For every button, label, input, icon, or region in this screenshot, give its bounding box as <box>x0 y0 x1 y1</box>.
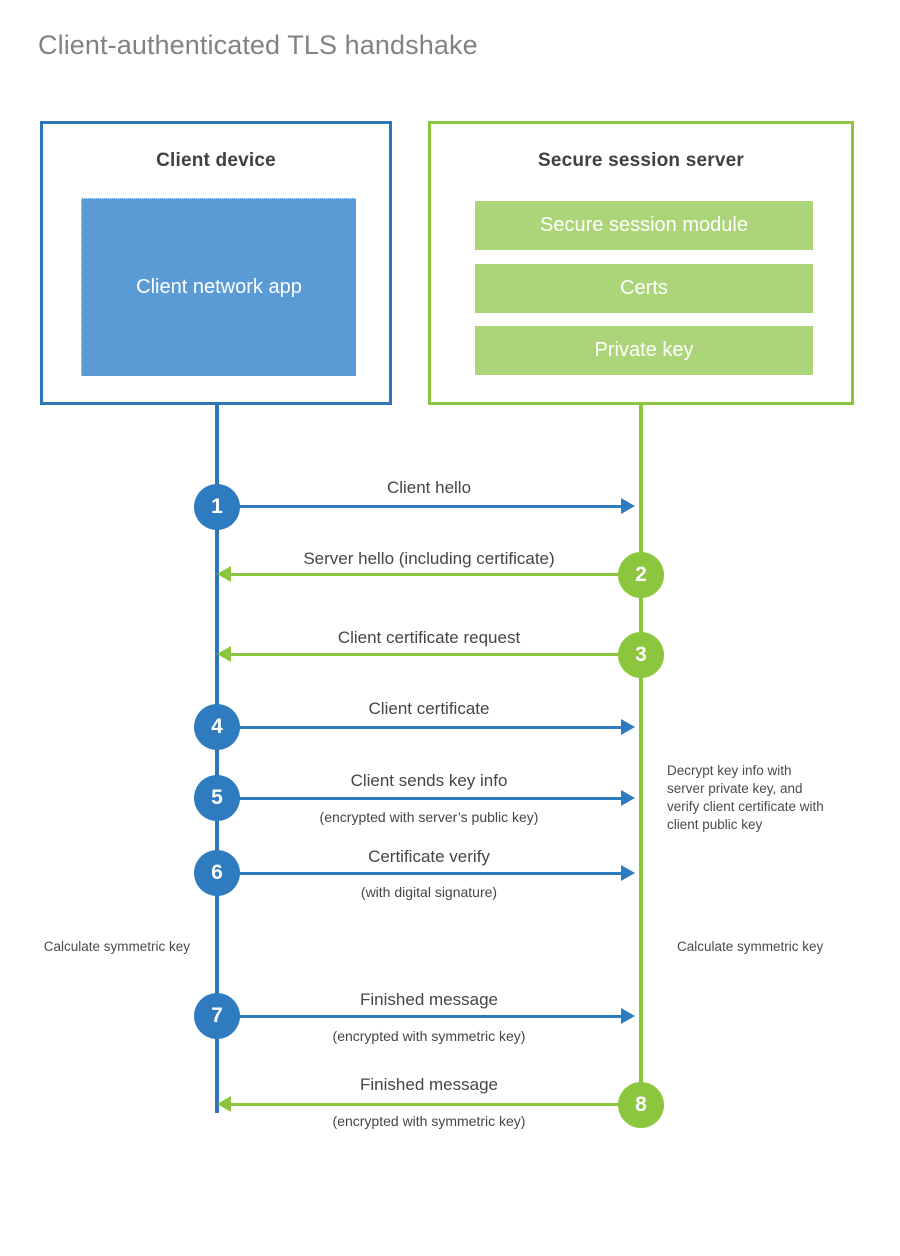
step-label-5: Client sends key info <box>350 771 508 790</box>
arrow-line-step-6 <box>217 872 621 875</box>
step-sublabel-8: (encrypted with symmetric key) <box>332 1113 526 1129</box>
arrow-head-step-1 <box>621 498 635 514</box>
step-circle-2[interactable]: 2 <box>618 552 664 598</box>
server-component-secure-session-module: Secure session module <box>475 201 813 250</box>
arrow-line-step-4 <box>217 726 621 729</box>
client-device-title: Client device <box>156 150 276 171</box>
arrow-line-step-5 <box>217 797 621 800</box>
step-circle-4[interactable]: 4 <box>194 704 240 750</box>
step-circle-6[interactable]: 6 <box>194 850 240 896</box>
server-lifeline <box>639 405 643 1105</box>
step-sublabel-7: (encrypted with symmetric key) <box>332 1028 526 1044</box>
client-device-box: Client device Client network app <box>40 121 392 405</box>
arrow-line-step-2 <box>231 573 641 576</box>
arrow-head-step-3 <box>217 646 231 662</box>
step-circle-3[interactable]: 3 <box>618 632 664 678</box>
arrow-line-step-1 <box>217 505 621 508</box>
step-label-1: Client hello <box>386 478 472 497</box>
arrow-line-step-8 <box>231 1103 641 1106</box>
step-label-8: Finished message <box>360 1075 498 1094</box>
step-sublabel-6: (with digital signature) <box>360 884 498 900</box>
secure-session-server-box: Secure session server Secure session mod… <box>428 121 854 405</box>
arrow-head-step-2 <box>217 566 231 582</box>
step-circle-5[interactable]: 5 <box>194 775 240 821</box>
step-label-7: Finished message <box>360 990 498 1009</box>
step-sublabel-5: (encrypted with server’s public key) <box>319 809 539 825</box>
arrow-head-step-8 <box>217 1096 231 1112</box>
step-circle-8[interactable]: 8 <box>618 1082 664 1128</box>
server-component-private-key: Private key <box>475 326 813 375</box>
server-component-certs: Certs <box>475 264 813 313</box>
client-calculate-symmetric-key-note: Calculate symmetric key <box>43 939 190 954</box>
step-label-2: Server hello (including certificate) <box>303 549 555 568</box>
client-lifeline <box>215 405 219 1113</box>
step-label-3: Client certificate request <box>337 628 521 647</box>
arrow-head-step-6 <box>621 865 635 881</box>
client-network-app-block: Client network app <box>81 198 356 376</box>
arrow-line-step-3 <box>231 653 641 656</box>
step-circle-1[interactable]: 1 <box>194 484 240 530</box>
arrow-head-step-4 <box>621 719 635 735</box>
arrow-head-step-5 <box>621 790 635 806</box>
arrow-line-step-7 <box>217 1015 621 1018</box>
step-circle-7[interactable]: 7 <box>194 993 240 1039</box>
page-title: Client-authenticated TLS handshake <box>38 30 478 60</box>
secure-session-server-title: Secure session server <box>538 150 744 171</box>
arrow-head-step-7 <box>621 1008 635 1024</box>
step-label-6: Certificate verify <box>368 847 490 866</box>
step-label-4: Client certificate <box>368 699 490 718</box>
server-calculate-symmetric-key-note: Calculate symmetric key <box>677 939 824 954</box>
server-decrypt-note: Decrypt key info with server private key… <box>667 763 824 832</box>
